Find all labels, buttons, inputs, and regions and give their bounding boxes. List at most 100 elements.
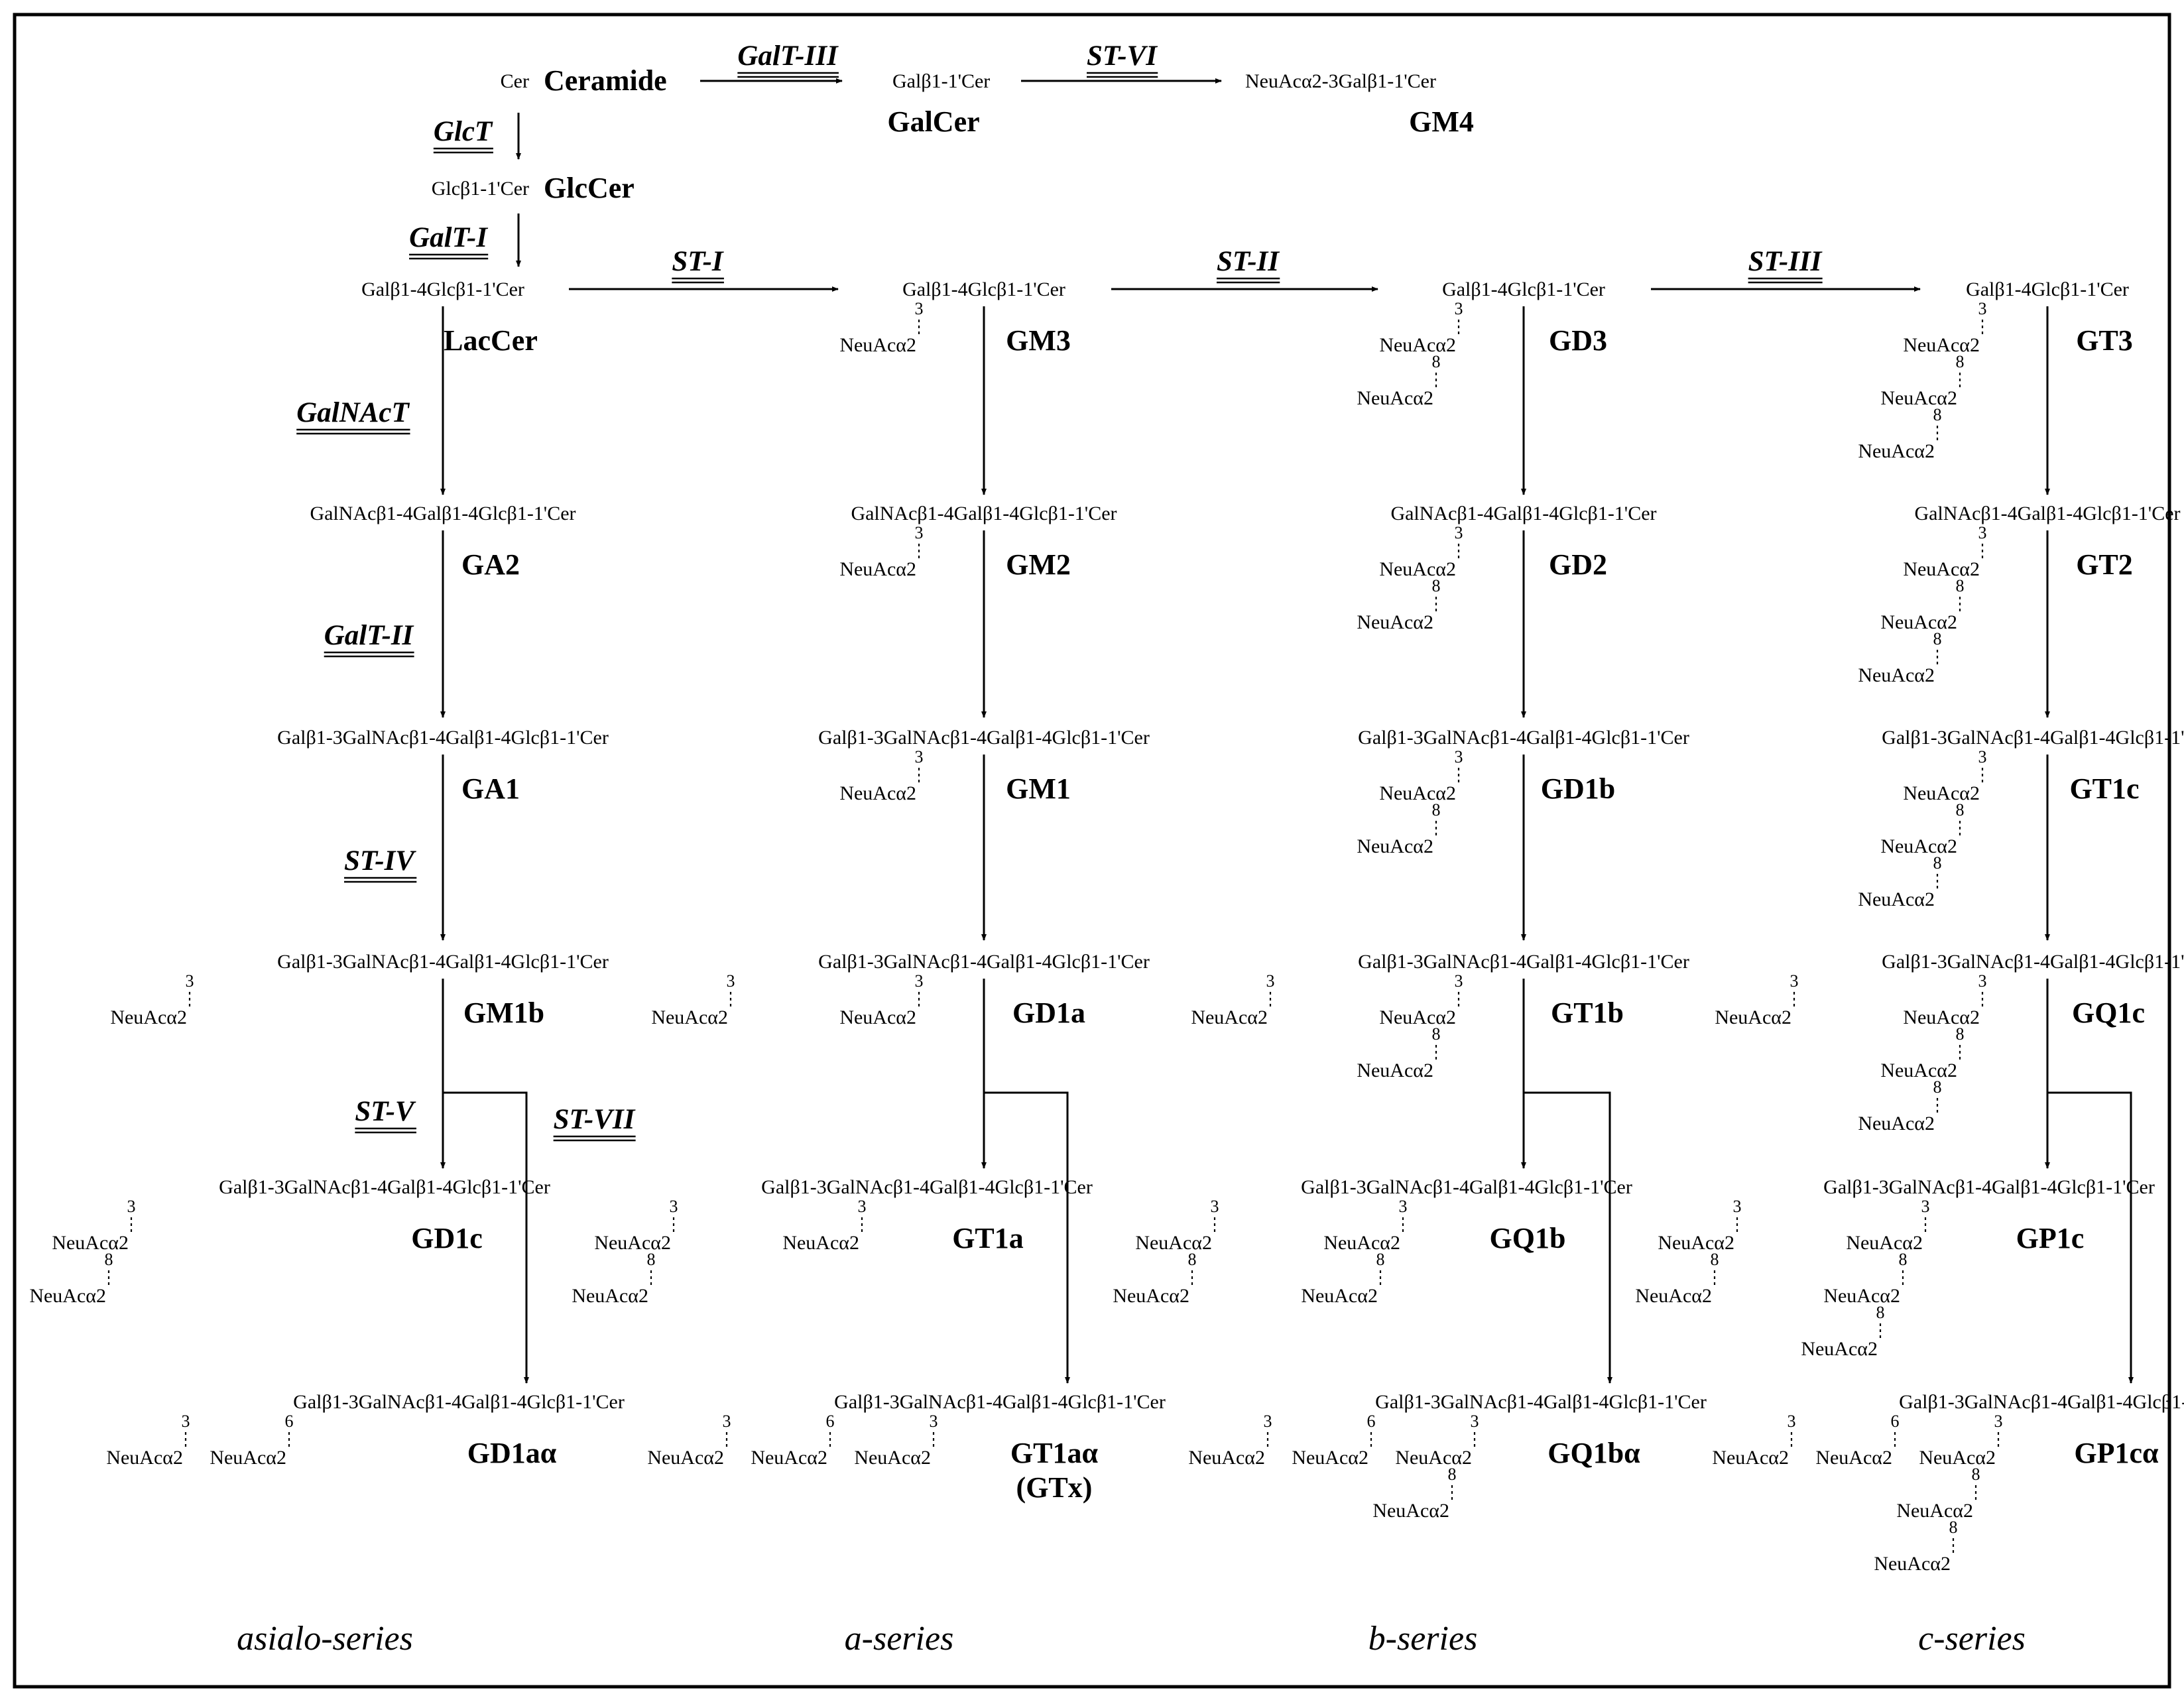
neuac-residue: NeuAcα2 bbox=[1379, 782, 1456, 804]
linkage-position: 8 bbox=[1956, 352, 1965, 371]
label-galcer: GalCer bbox=[887, 105, 979, 138]
linkage-position: 3 bbox=[127, 1197, 136, 1216]
linkage-position: 8 bbox=[1711, 1250, 1719, 1269]
structure-ga1: Galβ1-3GalNAcβ1-4Galβ1-4Glcβ1-1'Cer bbox=[277, 727, 609, 749]
linkage-position: 3 bbox=[1211, 1197, 1219, 1216]
label-gm2: GM2 bbox=[1006, 548, 1071, 581]
neuac-residue: NeuAcα2 bbox=[1372, 1500, 1449, 1522]
neuac-residue: NeuAcα2 bbox=[839, 782, 916, 804]
label-gp1ca: GP1cα bbox=[2074, 1437, 2159, 1469]
enzyme-st1: ST-I bbox=[672, 246, 724, 277]
structure-gt1a: Galβ1-3GalNAcβ1-4Galβ1-4Glcβ1-1'Cer bbox=[761, 1176, 1093, 1198]
top-row: Cer Ceramide Galβ1-1'Cer GalCer NeuAcα2-… bbox=[432, 64, 1474, 204]
neuac-residue: NeuAcα2 bbox=[110, 1006, 187, 1028]
node-gd1c: Galβ1-3GalNAcβ1-4Galβ1-4Glcβ1-1'CerGD1c3… bbox=[29, 1176, 550, 1307]
structure-gq1ba: Galβ1-3GalNAcβ1-4Galβ1-4Glcβ1-1'Cer bbox=[1375, 1391, 1707, 1413]
series-b: b-series bbox=[1368, 1620, 1478, 1658]
neuac-residue: NeuAcα2 bbox=[751, 1447, 827, 1469]
neuac-residue: NeuAcα2 bbox=[1135, 1232, 1212, 1254]
enzyme-st5: ST-V bbox=[355, 1096, 416, 1127]
enzyme-st4: ST-IV bbox=[344, 845, 416, 877]
neuac-residue: NeuAcα2 bbox=[1357, 387, 1433, 409]
structure-gt1b: Galβ1-3GalNAcβ1-4Galβ1-4Glcβ1-1'Cer bbox=[1358, 951, 1689, 973]
node-gq1ba: Galβ1-3GalNAcβ1-4Galβ1-4Glcβ1-1'CerGQ1bα… bbox=[1188, 1391, 1707, 1522]
neuac-residue: NeuAcα2 bbox=[1903, 558, 1980, 580]
label-gd1a: GD1a bbox=[1012, 997, 1085, 1029]
neuac-residue: NeuAcα2 bbox=[1113, 1285, 1189, 1307]
label-gt1c: GT1c bbox=[2069, 772, 2139, 805]
structure-gd1b: Galβ1-3GalNAcβ1-4Galβ1-4Glcβ1-1'Cer bbox=[1358, 727, 1689, 749]
label-gd1c: GD1c bbox=[411, 1222, 483, 1254]
neuac-residue: NeuAcα2 bbox=[1815, 1447, 1892, 1469]
enzyme-glct: GlcT bbox=[434, 116, 493, 147]
linkage-position: 3 bbox=[1733, 1197, 1742, 1216]
node-gt2: GalNAcβ1-4Galβ1-4Glcβ1-1'CerGT23NeuAcα28… bbox=[1858, 503, 2180, 686]
structure-gt3: Galβ1-4Glcβ1-1'Cer bbox=[1966, 278, 2129, 300]
arrow-gd1a-gt1aa bbox=[984, 1091, 1070, 1384]
linkage-position: 8 bbox=[1956, 576, 1965, 595]
neuac-residue: NeuAcα2 bbox=[1801, 1338, 1878, 1360]
pathway-arrows bbox=[440, 78, 2134, 1384]
neuac-residue: NeuAcα2 bbox=[1191, 1006, 1268, 1028]
structure-gp1ca: Galβ1-3GalNAcβ1-4Galβ1-4Glcβ1-1'Cer bbox=[1899, 1391, 2184, 1413]
neuac-residue: NeuAcα2 bbox=[782, 1232, 859, 1254]
linkage-position: 8 bbox=[647, 1250, 656, 1269]
node-gd1a: Galβ1-3GalNAcβ1-4Galβ1-4Glcβ1-1'CerGD1a3… bbox=[651, 951, 1150, 1029]
label-gt3: GT3 bbox=[2076, 324, 2133, 357]
structure-gt1c: Galβ1-3GalNAcβ1-4Galβ1-4Glcβ1-1'Cer bbox=[1882, 727, 2184, 749]
label-gq1c: GQ1c bbox=[2072, 997, 2145, 1029]
node-gt1a: Galβ1-3GalNAcβ1-4Galβ1-4Glcβ1-1'CerGT1a3… bbox=[572, 1176, 1093, 1307]
enzyme-galt2: GalT-II bbox=[324, 620, 414, 651]
label-glccer: GlcCer bbox=[544, 172, 635, 204]
structure-gd3: Galβ1-4Glcβ1-1'Cer bbox=[1442, 278, 1605, 300]
series-c: c-series bbox=[1918, 1620, 2026, 1658]
structure-gd2: GalNAcβ1-4Galβ1-4Glcβ1-1'Cer bbox=[1390, 503, 1656, 524]
linkage-position: 3 bbox=[1471, 1412, 1479, 1431]
structure-gm3: Galβ1-4Glcβ1-1'Cer bbox=[902, 278, 1065, 300]
diagram-frame bbox=[13, 13, 2171, 1689]
enzyme-galt3: GalT-III bbox=[737, 40, 839, 72]
neuac-residue: NeuAcα2 bbox=[651, 1006, 728, 1028]
linkage-position: 3 bbox=[723, 1412, 731, 1431]
neuac-residue: NeuAcα2 bbox=[1379, 334, 1456, 356]
neuac-residue: NeuAcα2 bbox=[1357, 835, 1433, 857]
linkage-position: 3 bbox=[1455, 523, 1463, 542]
enzyme-galt1: GalT-I bbox=[409, 222, 488, 253]
neuac-residue: NeuAcα2 bbox=[839, 1006, 916, 1028]
linkage-position: 8 bbox=[1949, 1518, 1958, 1537]
node-gt3: Galβ1-4Glcβ1-1'CerGT33NeuAcα28NeuAcα28Ne… bbox=[1858, 278, 2132, 462]
linkage-position: 3 bbox=[1455, 971, 1463, 991]
neuac-residue: NeuAcα2 bbox=[1858, 440, 1935, 462]
neuac-residue: NeuAcα2 bbox=[210, 1447, 286, 1469]
linkage-position: 8 bbox=[1933, 405, 1942, 424]
neuac-residue: NeuAcα2 bbox=[1357, 1060, 1433, 1081]
label-gt1a: GT1a bbox=[952, 1222, 1024, 1254]
label-gt2: GT2 bbox=[2076, 548, 2133, 581]
neuac-residue: NeuAcα2 bbox=[1292, 1447, 1368, 1469]
node-gp1c: Galβ1-3GalNAcβ1-4Galβ1-4Glcβ1-1'CerGP1c3… bbox=[1635, 1176, 2155, 1360]
enzyme-st7: ST-VII bbox=[554, 1104, 636, 1135]
label-ga1: GA1 bbox=[461, 772, 520, 805]
linkage-position: 3 bbox=[1266, 971, 1275, 991]
linkage-position: 3 bbox=[727, 971, 735, 991]
structure-gm4: NeuAcα2-3Galβ1-1'Cer bbox=[1245, 70, 1436, 92]
node-gq1b: Galβ1-3GalNAcβ1-4Galβ1-4Glcβ1-1'CerGQ1b3… bbox=[1113, 1176, 1632, 1307]
label-gd2: GD2 bbox=[1549, 548, 1607, 581]
neuac-residue: NeuAcα2 bbox=[1896, 1500, 1973, 1522]
node-gm1: Galβ1-3GalNAcβ1-4Galβ1-4Glcβ1-1'CerGM13N… bbox=[818, 727, 1150, 805]
neuac-residue: NeuAcα2 bbox=[854, 1447, 931, 1469]
linkage-position: 3 bbox=[915, 299, 924, 318]
linkage-position: 3 bbox=[1788, 1412, 1796, 1431]
label-gm1b: GM1b bbox=[463, 997, 544, 1029]
linkage-position: 8 bbox=[1432, 1024, 1441, 1044]
linkage-position: 8 bbox=[1956, 1024, 1965, 1044]
neuac-residue: NeuAcα2 bbox=[1880, 835, 1957, 857]
linkage-position: 8 bbox=[1972, 1465, 1980, 1484]
linkage-position: 3 bbox=[1455, 747, 1463, 766]
